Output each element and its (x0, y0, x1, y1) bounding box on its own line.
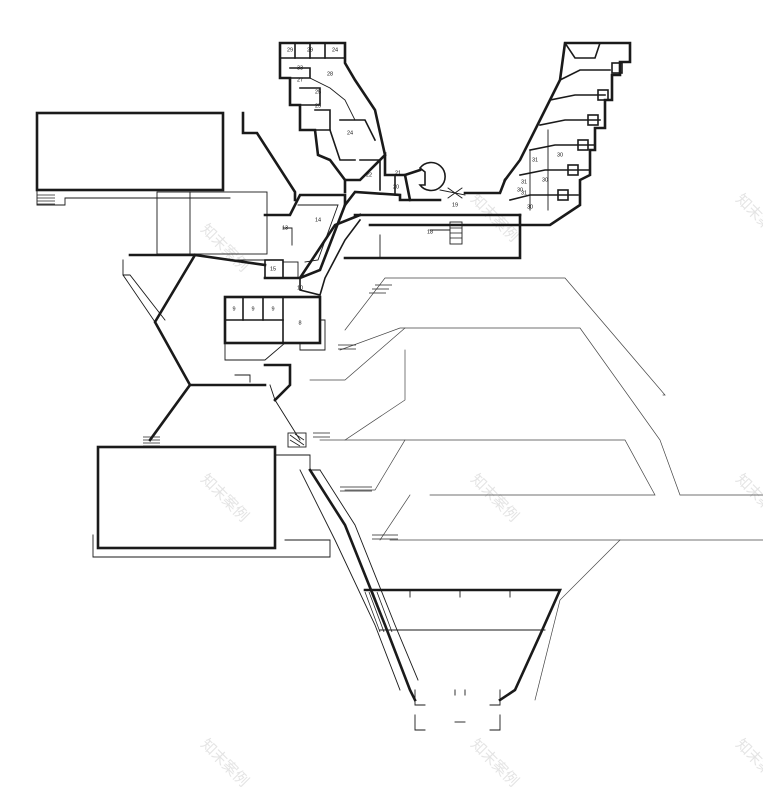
wall-diagonal (241, 111, 297, 202)
room-label: 9 (271, 306, 274, 312)
room-label: 29 (287, 47, 293, 53)
room-labels: 29 29 24 33 28 27 25 25 24 21 22 20 19 1… (232, 47, 563, 326)
hall-southwest (92, 432, 331, 558)
room-label: 9 (251, 306, 254, 312)
connector-block (234, 193, 362, 296)
room-label: 14 (315, 217, 321, 223)
room-label: 8 (298, 320, 301, 326)
door-bottom (414, 689, 501, 731)
watermark: 知末案例 (197, 470, 252, 525)
room-label: 30 (557, 152, 563, 158)
room-label: 27 (297, 77, 303, 83)
wing-northeast (503, 41, 632, 227)
room-label: 31 (532, 157, 538, 163)
watermark: 知末案例 (467, 470, 522, 525)
room-label: 9 (232, 306, 235, 312)
room-label: 24 (332, 47, 338, 53)
watermark: 知末案例 (197, 735, 252, 790)
watermark: 知末案例 (732, 735, 763, 790)
hall-northwest (35, 111, 231, 206)
watermark: 知末案例 (467, 735, 522, 790)
watermark: 知末案例 (732, 190, 763, 245)
room-label: 30 (527, 204, 533, 210)
room-label: 10 (297, 285, 303, 291)
room-label: 30 (542, 177, 548, 183)
room-label: 22 (366, 172, 372, 178)
room-label: 31 (521, 179, 527, 185)
room-label: 25 (315, 89, 321, 95)
room-label: 13 (282, 225, 288, 231)
stair (143, 436, 160, 447)
room-label: 18 (427, 229, 433, 235)
room-label: 24 (347, 130, 353, 136)
watermark: 知末案例 (197, 220, 252, 275)
platform-outlines (309, 277, 763, 701)
concourse (343, 178, 522, 260)
room-label: 21 (395, 170, 401, 176)
room-label: 15 (270, 266, 276, 272)
stair (37, 194, 55, 205)
watermark: 知末案例 (732, 470, 763, 525)
room-label: 19 (452, 202, 458, 208)
stair (364, 591, 393, 633)
room-label: 20 (393, 184, 399, 190)
room-label: 31 (521, 190, 527, 196)
room-label: 30 (517, 187, 523, 193)
room-label: 28 (327, 71, 333, 77)
terminal-south (363, 588, 563, 731)
offices-block (223, 295, 326, 402)
stair (313, 284, 398, 540)
wing-northwest (278, 41, 446, 202)
corridor-south (299, 468, 419, 702)
room-label: 25 (315, 103, 321, 109)
room-label: 33 (297, 65, 303, 71)
room-label: 29 (307, 47, 313, 53)
stair (449, 221, 463, 245)
stair (287, 432, 307, 448)
